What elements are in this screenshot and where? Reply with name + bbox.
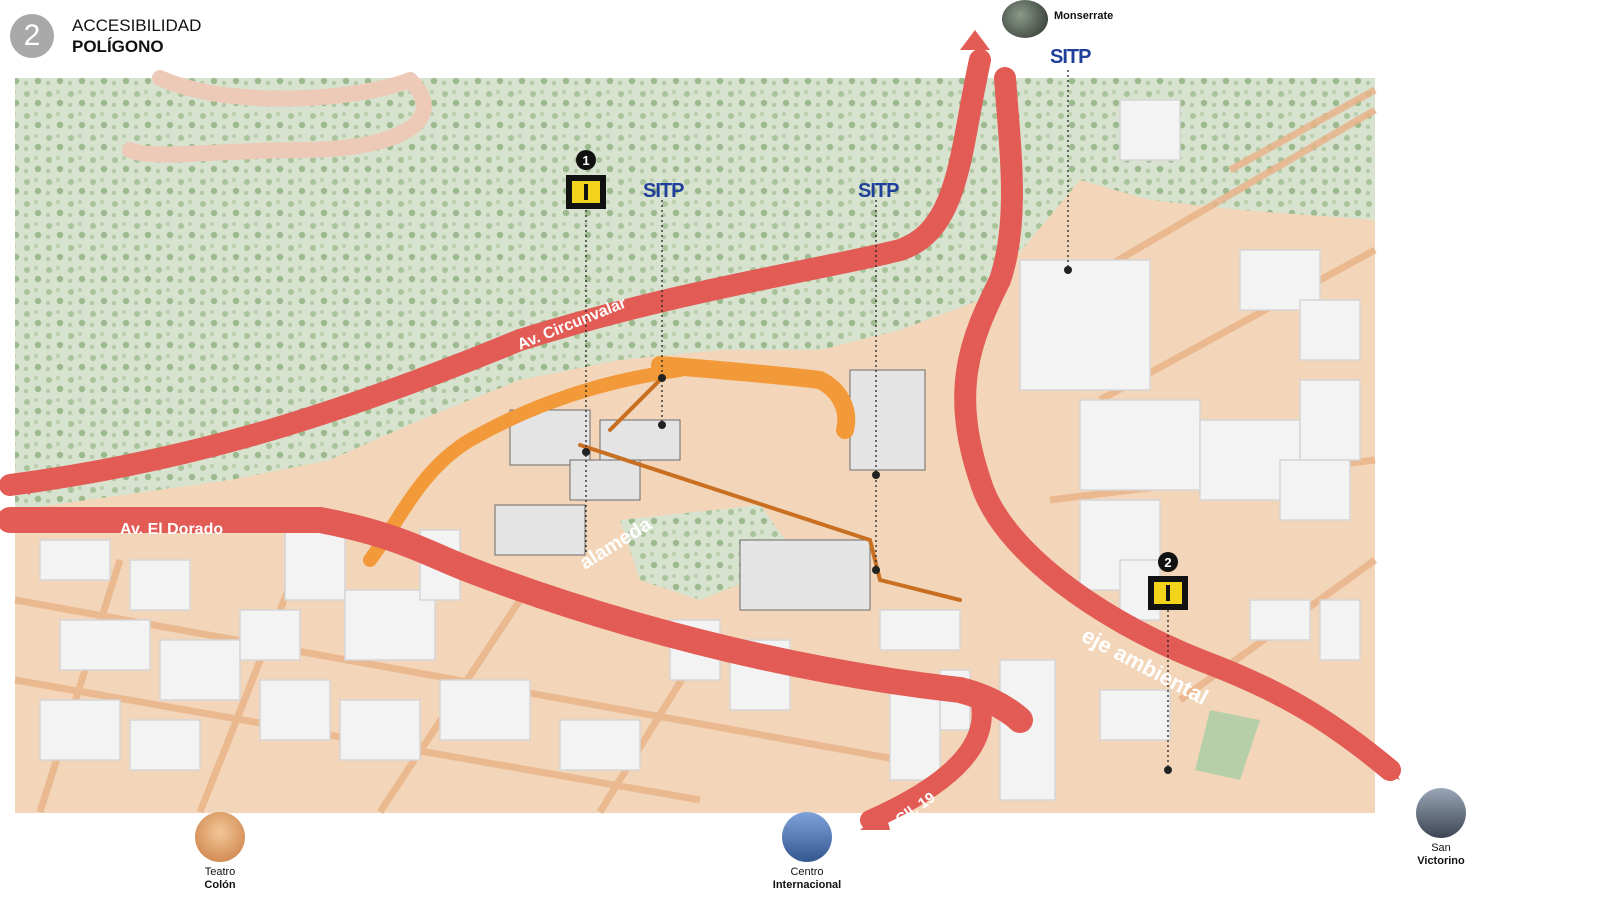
san-label-1: San [1431,842,1451,854]
teatro-colon-photo-icon [195,812,245,862]
teatro-label-2: Colón [204,879,236,891]
buildings [39,99,1361,801]
road-cll19 [860,690,992,830]
orange-routes [363,356,962,602]
road-eje-ambiental [954,67,1401,781]
red-roads [0,49,1401,830]
poi-san-victorino: San Victorino [1406,788,1476,868]
poi-monserrate-label: Monserrate [1054,10,1114,22]
sitp-label-3: SITP [1050,46,1091,68]
section-number-badge: 2 [10,14,54,58]
road-circunvalar [0,49,991,496]
road-arrows [10,30,1400,830]
san-label-2: Victorino [1417,855,1465,867]
teatro-label-1: Teatro [204,866,236,878]
title-line1: ACCESIBILIDAD [72,16,202,35]
station-marker-2-icon [1148,576,1188,610]
marker-1-badge [576,150,596,170]
san-victorino-photo-icon [1416,788,1466,838]
centro-label-1: Centro [790,866,824,878]
connector-dots [582,266,1172,774]
sitp-label-2: SITP [858,180,899,202]
marker-2-number: 2 [1164,555,1171,570]
page-title: ACCESIBILIDAD POLÍGONO [72,15,201,57]
connector-lines [585,70,1169,770]
polygon-blocks [494,369,926,611]
title-line2: POLÍGONO [72,37,164,56]
monserrate-photo-icon [1002,0,1048,38]
marker-1-number: 1 [582,153,589,168]
poi-teatro-colon: Teatro Colón [188,812,252,892]
sitp-label-1: SITP [643,180,684,202]
page-header: 2 ACCESIBILIDAD POLÍGONO [10,14,201,58]
marker-2-badge [1158,552,1178,572]
centro-internacional-photo-icon [782,812,832,862]
station-marker-1-icon [566,175,606,209]
hill-road [122,70,432,163]
forest-patch-2 [1195,710,1260,780]
poi-monserrate [995,0,1055,42]
road-label-el-dorado: Av. El Dorado [120,521,223,538]
centro-label-2: Internacional [772,879,842,891]
poi-centro-internacional: Centro Internacional [762,812,852,892]
